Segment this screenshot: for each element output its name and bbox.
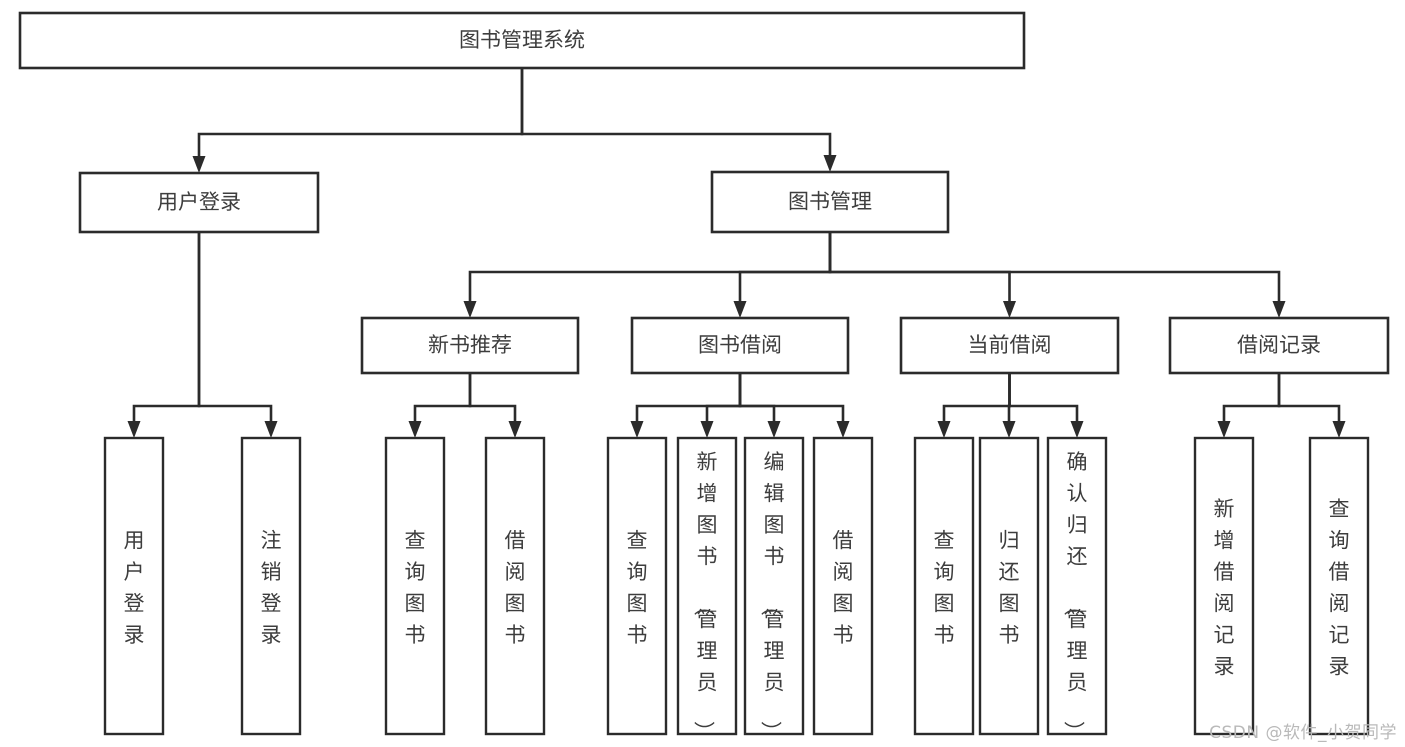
node-l-q1[interactable]: 查询图书 bbox=[384, 436, 446, 736]
node-root[interactable]: 图书管理系统 bbox=[18, 11, 1026, 70]
node-l-logout[interactable]: 注销登录 bbox=[240, 436, 302, 736]
node-label-current: 当前借阅 bbox=[968, 333, 1052, 357]
arrow-head-icon bbox=[700, 421, 714, 438]
node-box-l-edit[interactable] bbox=[743, 436, 805, 736]
node-label-l-edit: 编辑图书（管理员） bbox=[759, 450, 785, 742]
node-box-l-qrec[interactable] bbox=[1308, 436, 1370, 736]
node-label-l-login: 用户登录 bbox=[124, 529, 145, 648]
node-label-login: 用户登录 bbox=[157, 190, 241, 214]
node-label-borrow: 图书借阅 bbox=[698, 333, 782, 357]
node-label-l-b1: 借阅图书 bbox=[505, 529, 526, 648]
node-l-q3[interactable]: 查询图书 bbox=[913, 436, 975, 736]
arrow-head-icon bbox=[1070, 421, 1084, 438]
node-l-ret[interactable]: 归还图书 bbox=[978, 436, 1040, 736]
connector-borrow-to-l-b2 bbox=[738, 373, 850, 438]
node-label-l-q3: 查询图书 bbox=[934, 529, 955, 648]
node-l-conf[interactable]: 确认归还（管理员） bbox=[1046, 436, 1108, 742]
node-label-l-addrec: 新增借阅记录 bbox=[1214, 497, 1235, 679]
node-box-newbook[interactable] bbox=[360, 316, 580, 375]
node-borrow[interactable]: 图书借阅 bbox=[630, 316, 850, 375]
arrow-head-icon bbox=[733, 301, 747, 318]
node-box-l-q3[interactable] bbox=[913, 436, 975, 736]
node-login[interactable]: 用户登录 bbox=[78, 171, 320, 234]
node-label-records: 借阅记录 bbox=[1237, 333, 1321, 357]
node-box-l-logout[interactable] bbox=[240, 436, 302, 736]
node-label-newbook: 新书推荐 bbox=[428, 333, 512, 357]
arrow-head-icon bbox=[408, 421, 422, 438]
arrow-head-icon bbox=[1217, 421, 1231, 438]
arrow-head-icon bbox=[836, 421, 850, 438]
connector-bookmgmt-to-borrow bbox=[733, 232, 832, 318]
arrow-head-icon bbox=[823, 155, 837, 172]
node-box-current[interactable] bbox=[899, 316, 1120, 375]
arrow-head-icon bbox=[1003, 301, 1016, 318]
arrow-head-icon bbox=[1002, 421, 1016, 438]
node-label-l-q2: 查询图书 bbox=[627, 529, 648, 648]
node-box-l-add[interactable] bbox=[676, 436, 738, 736]
node-l-b2[interactable]: 借阅图书 bbox=[812, 436, 874, 736]
connector-newbook-to-l-b1 bbox=[468, 373, 522, 438]
node-l-edit[interactable]: 编辑图书（管理员） bbox=[743, 436, 805, 742]
node-label-l-conf: 确认归还（管理员） bbox=[1062, 450, 1088, 742]
node-l-login[interactable]: 用户登录 bbox=[103, 436, 165, 736]
node-box-l-login[interactable] bbox=[103, 436, 165, 736]
node-l-add[interactable]: 新增图书（管理员） bbox=[676, 436, 738, 742]
node-box-bookmgmt[interactable] bbox=[710, 170, 950, 234]
arrow-head-icon bbox=[630, 421, 644, 438]
node-l-b1[interactable]: 借阅图书 bbox=[484, 436, 546, 736]
arrow-head-icon bbox=[937, 421, 951, 438]
node-box-borrow[interactable] bbox=[630, 316, 850, 375]
node-box-root[interactable] bbox=[18, 11, 1026, 70]
node-box-l-ret[interactable] bbox=[978, 436, 1040, 736]
connector-current-to-l-conf bbox=[1008, 373, 1084, 438]
node-box-l-addrec[interactable] bbox=[1193, 436, 1255, 736]
node-current[interactable]: 当前借阅 bbox=[899, 316, 1120, 375]
node-label-l-logout: 注销登录 bbox=[261, 529, 282, 648]
node-newbook[interactable]: 新书推荐 bbox=[360, 316, 580, 375]
arrow-head-icon bbox=[1272, 301, 1286, 318]
node-l-qrec[interactable]: 查询借阅记录 bbox=[1308, 436, 1370, 736]
connector-login-to-l-login bbox=[127, 232, 201, 438]
node-label-l-qrec: 查询借阅记录 bbox=[1329, 497, 1350, 679]
node-label-bookmgmt: 图书管理 bbox=[788, 190, 872, 214]
node-bookmgmt[interactable]: 图书管理 bbox=[710, 170, 950, 234]
connector-layer bbox=[127, 68, 1346, 438]
arrow-head-icon bbox=[767, 421, 781, 438]
node-box-l-b1[interactable] bbox=[484, 436, 546, 736]
node-box-login[interactable] bbox=[78, 171, 320, 234]
node-box-l-q2[interactable] bbox=[606, 436, 668, 736]
arrow-head-icon bbox=[1332, 421, 1346, 438]
arrow-head-icon bbox=[463, 301, 477, 318]
node-label-l-q1: 查询图书 bbox=[405, 529, 426, 648]
node-label-l-ret: 归还图书 bbox=[999, 529, 1020, 648]
node-l-q2[interactable]: 查询图书 bbox=[606, 436, 668, 736]
node-records[interactable]: 借阅记录 bbox=[1168, 316, 1390, 375]
node-label-l-b2: 借阅图书 bbox=[833, 529, 854, 648]
connector-bookmgmt-to-records bbox=[828, 232, 1286, 318]
node-l-addrec[interactable]: 新增借阅记录 bbox=[1193, 436, 1255, 736]
connector-current-to-l-q3 bbox=[937, 373, 1011, 438]
node-label-root: 图书管理系统 bbox=[459, 28, 585, 52]
connector-bookmgmt-to-current bbox=[828, 232, 1016, 318]
arrow-head-icon bbox=[508, 421, 522, 438]
node-box-l-b2[interactable] bbox=[812, 436, 874, 736]
connector-newbook-to-l-q1 bbox=[408, 373, 472, 438]
connector-borrow-to-l-add bbox=[700, 373, 742, 438]
connector-root-to-bookmgmt bbox=[520, 68, 837, 172]
connector-bookmgmt-to-newbook bbox=[463, 232, 832, 318]
connector-login-to-l-logout bbox=[197, 232, 278, 438]
node-box-records[interactable] bbox=[1168, 316, 1390, 375]
arrow-head-icon bbox=[264, 421, 278, 438]
node-layer: 图书管理系统用户登录图书管理新书推荐图书借阅当前借阅借阅记录用户登录注销登录查询… bbox=[18, 11, 1390, 742]
connector-records-to-l-addrec bbox=[1217, 373, 1281, 438]
node-box-l-q1[interactable] bbox=[384, 436, 446, 736]
connector-root-to-login bbox=[192, 68, 524, 173]
connector-records-to-l-qrec bbox=[1277, 373, 1346, 438]
arrow-head-icon bbox=[192, 156, 206, 173]
node-label-l-add: 新增图书（管理员） bbox=[692, 450, 718, 742]
arrow-head-icon bbox=[127, 421, 141, 438]
node-box-l-conf[interactable] bbox=[1046, 436, 1108, 736]
